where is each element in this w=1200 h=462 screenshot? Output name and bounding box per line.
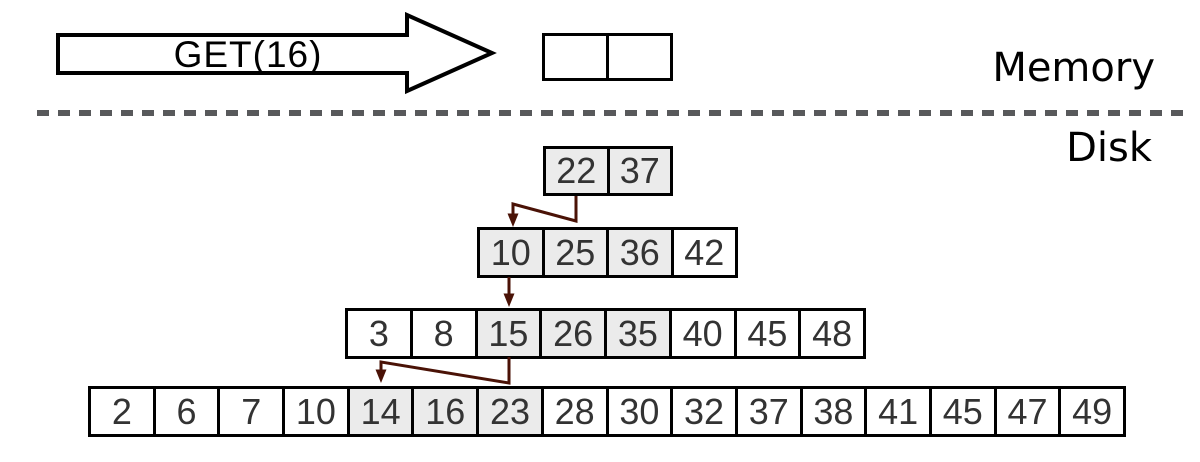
arrow-15-to-14 [379,357,511,385]
cell-25: 25 [541,230,606,275]
empty-cell [606,36,670,78]
get-request-arrow-icon [56,12,497,95]
cell-41: 41 [864,389,929,434]
cell-37: 37 [606,149,670,193]
empty-cell [545,36,606,78]
cell-22: 22 [546,149,607,193]
cell-8: 8 [409,311,475,356]
cell-28: 28 [540,389,606,434]
cell-10: 10 [282,389,347,434]
cell-47: 47 [993,389,1059,434]
arrowhead-15-to-14 [375,369,387,383]
cell-35: 35 [604,311,669,356]
cell-14: 14 [346,389,412,434]
cell-45: 45 [928,389,994,434]
cell-32: 32 [670,389,735,434]
cell-7: 7 [217,389,283,434]
cell-36: 36 [606,230,671,275]
cell-49: 49 [1058,389,1123,434]
cell-3: 3 [348,311,410,356]
cell-15: 15 [474,311,540,356]
cell-42: 42 [670,230,735,275]
get-request-label: GET(16) [173,34,323,75]
memory-buffer [542,33,673,81]
arrowhead-10-to-15 [503,293,515,307]
memory-disk-separator [37,110,1188,116]
cell-10: 10 [480,230,542,275]
cell-37: 37 [734,389,800,434]
disk-label: Disk [1066,125,1152,171]
cell-6: 6 [152,389,218,434]
cell-26: 26 [539,311,604,356]
cell-38: 38 [799,389,865,434]
cell-45: 45 [733,311,799,356]
memory-label: Memory [992,45,1155,91]
cell-40: 40 [668,311,734,356]
cell-23: 23 [476,389,541,434]
cell-48: 48 [798,311,863,356]
arrowhead-22-to-10 [507,213,519,227]
cell-16: 16 [411,389,477,434]
cell-2: 2 [91,389,153,434]
arrow-22-to-10 [511,196,578,223]
cell-30: 30 [605,389,671,434]
